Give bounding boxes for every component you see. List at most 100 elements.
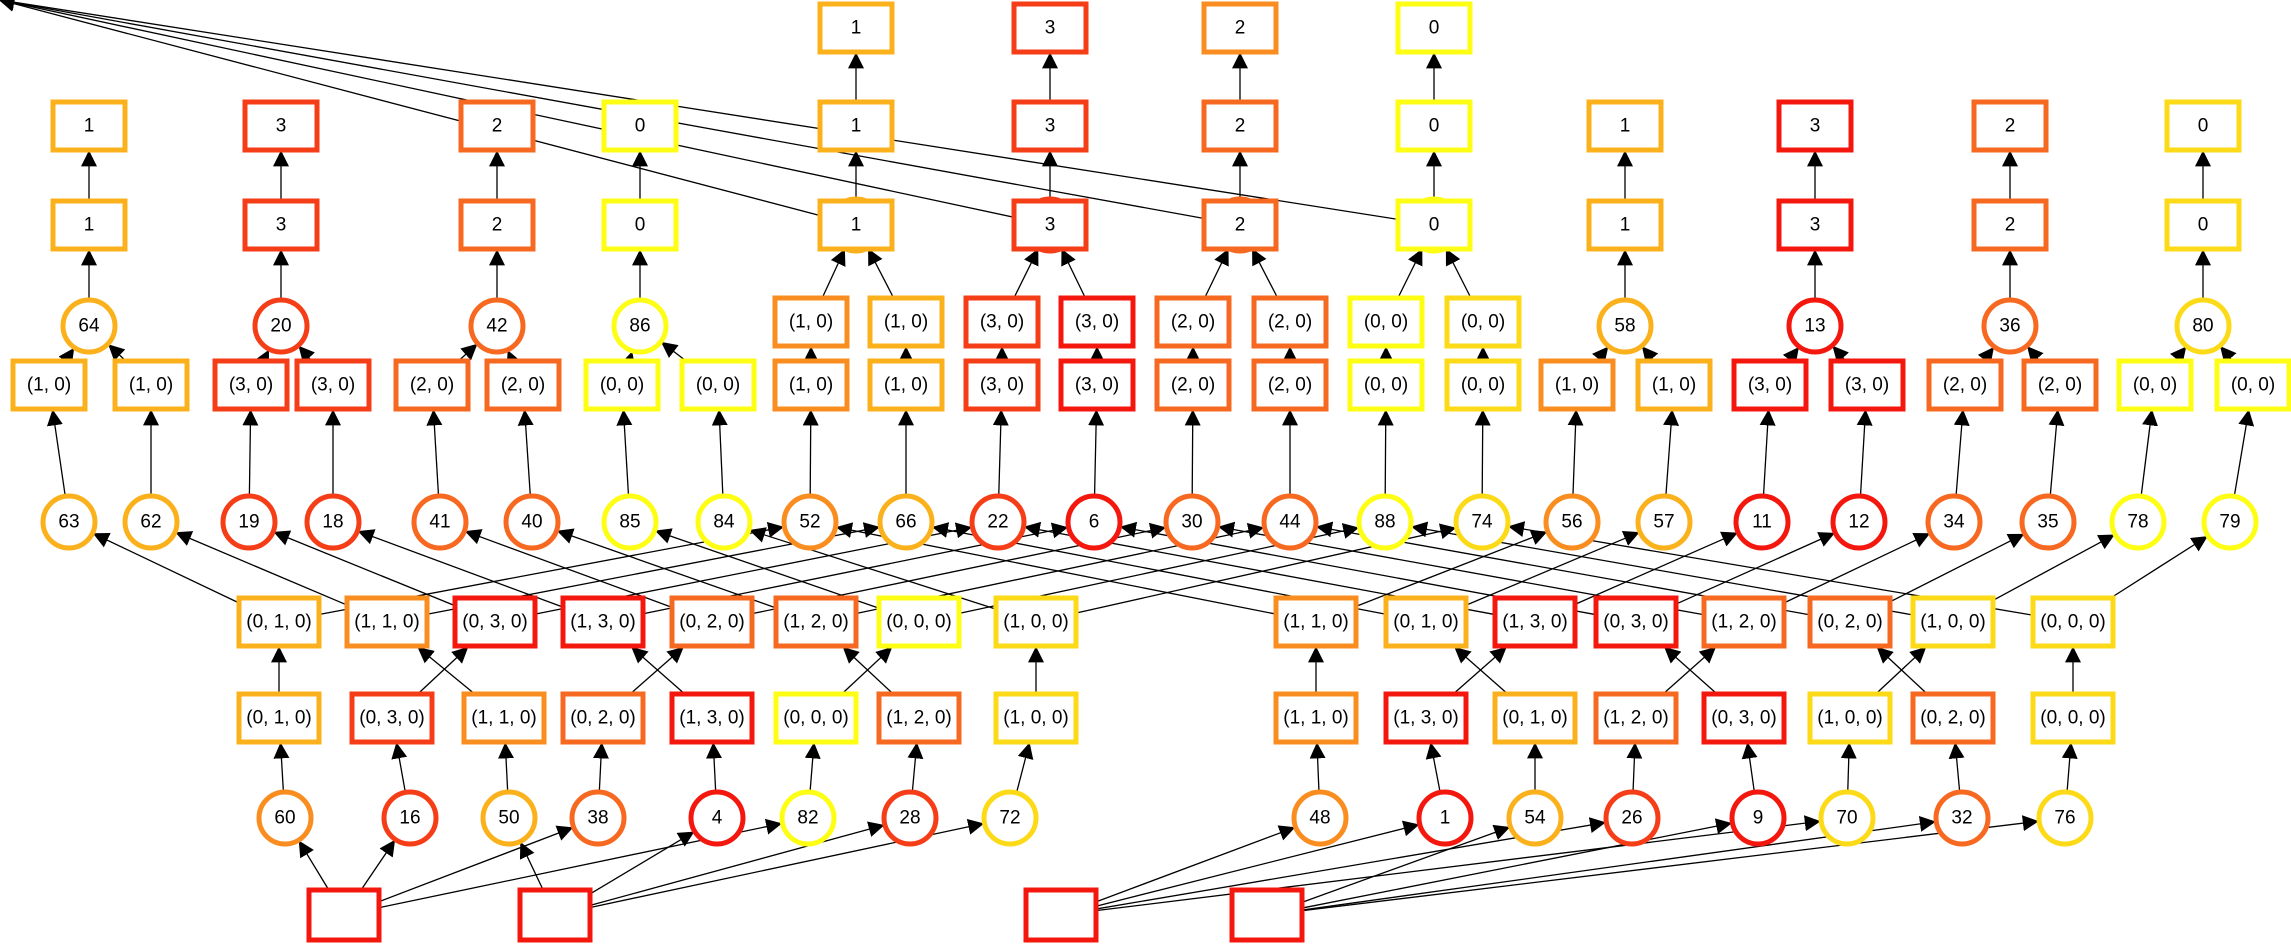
node-label: (1, 0, 0) — [1003, 708, 1068, 729]
box-node-shape — [1828, 358, 1906, 412]
box-node-shape — [1492, 595, 1578, 649]
edge-s4-n9 — [1303, 818, 1733, 909]
node-b13: (0, 3, 0) — [1701, 691, 1787, 745]
edge-n16-b2 — [391, 742, 408, 791]
edge-n1-b10 — [1425, 742, 1442, 791]
node-label: (0, 3, 0) — [359, 708, 424, 729]
node-m85: 85 — [601, 493, 659, 551]
node-label: (0, 1, 0) — [1502, 708, 1567, 729]
node-t5: (0, 2, 0) — [669, 595, 755, 649]
node-n32: 32 — [1933, 789, 1991, 847]
node-q1: (1, 0) — [772, 295, 850, 349]
box-node-shape — [242, 198, 320, 252]
circle-node-shape — [1453, 493, 1511, 551]
box-node-shape — [1347, 358, 1425, 412]
node-label: 2 — [1235, 18, 1246, 39]
node-label: 1 — [84, 116, 95, 137]
box-node-shape — [1776, 198, 1854, 252]
box-node-shape — [963, 295, 1041, 349]
node-label: 78 — [2127, 512, 2148, 533]
node-label: 1 — [851, 18, 862, 39]
node-m78: 78 — [2109, 493, 2167, 551]
circle-node-shape — [220, 493, 278, 551]
node-r12: 0 — [2164, 198, 2242, 252]
node-m63: 63 — [40, 493, 98, 551]
circle-node-shape — [256, 789, 314, 847]
node-b16: (0, 0, 0) — [2030, 691, 2116, 745]
circle-node-shape — [60, 297, 118, 355]
circle-node-shape — [381, 789, 439, 847]
node-t1: (0, 1, 0) — [236, 595, 322, 649]
node-w4: 0 — [1395, 1, 1473, 55]
node-p14: (2, 0) — [1251, 358, 1329, 412]
node-p19: (3, 0) — [1731, 358, 1809, 412]
node-r8: 0 — [1395, 198, 1473, 252]
node-label: (2, 0) — [501, 375, 545, 396]
edge-t1-m63 — [92, 532, 238, 603]
node-q3: (3, 0) — [963, 295, 1041, 349]
node-m22: 22 — [969, 493, 1027, 551]
box-node-shape — [1229, 887, 1305, 943]
node-s1 — [306, 887, 382, 943]
circle-node-shape — [1925, 493, 1983, 551]
node-label: 3 — [276, 116, 287, 137]
node-label: 2 — [2005, 215, 2016, 236]
node-k80: 80 — [2174, 297, 2232, 355]
node-u8: 0 — [1395, 99, 1473, 153]
node-label: 3 — [276, 215, 287, 236]
box-node-shape — [2021, 358, 2099, 412]
box-node-shape — [1201, 198, 1279, 252]
circle-node-shape — [122, 493, 180, 551]
node-label: 22 — [987, 512, 1008, 533]
box-node-shape — [236, 691, 322, 745]
node-b11: (0, 1, 0) — [1492, 691, 1578, 745]
node-label: 1 — [84, 215, 95, 236]
edge-b5-t4 — [631, 646, 683, 693]
box-node-shape — [772, 295, 850, 349]
node-label: 76 — [2054, 808, 2075, 829]
box-node-shape — [294, 358, 372, 412]
node-label: 3 — [1045, 215, 1056, 236]
node-m52: 52 — [781, 493, 839, 551]
node-m79: 79 — [2201, 493, 2259, 551]
node-label: 26 — [1621, 808, 1642, 829]
node-label: (2, 0) — [410, 375, 454, 396]
node-t13: (1, 2, 0) — [1701, 595, 1787, 649]
box-node-shape — [679, 358, 757, 412]
node-label: 52 — [799, 512, 820, 533]
node-label: 3 — [1045, 116, 1056, 137]
box-node-shape — [212, 358, 290, 412]
node-m88: 88 — [1356, 493, 1414, 551]
box-node-shape — [517, 887, 593, 943]
node-label: 12 — [1848, 512, 1869, 533]
node-k64: 64 — [60, 297, 118, 355]
node-label: 3 — [1810, 116, 1821, 137]
node-b15: (0, 2, 0) — [1910, 691, 1996, 745]
node-p15: (0, 0) — [1347, 358, 1425, 412]
circle-node-shape — [40, 493, 98, 551]
node-p8: (0, 0) — [679, 358, 757, 412]
box-node-shape — [1154, 295, 1232, 349]
node-u3: 2 — [458, 99, 536, 153]
node-u6: 3 — [1011, 99, 1089, 153]
node-label: 42 — [486, 316, 507, 337]
node-label: (2, 0) — [1943, 375, 1987, 396]
box-node-shape — [1593, 691, 1679, 745]
box-node-shape — [2116, 358, 2194, 412]
node-r5: 1 — [817, 198, 895, 252]
node-label: 20 — [270, 316, 291, 337]
circle-node-shape — [1981, 297, 2039, 355]
circle-node-shape — [781, 493, 839, 551]
edge-s4-n76 — [1303, 815, 2039, 912]
node-t2: (1, 1, 0) — [344, 595, 430, 649]
node-label: (0, 0, 0) — [783, 708, 848, 729]
node-label: (1, 0, 0) — [1003, 612, 1068, 633]
node-u5: 1 — [817, 99, 895, 153]
box-node-shape — [583, 358, 661, 412]
node-n50: 50 — [480, 789, 538, 847]
node-p1: (1, 0) — [10, 358, 88, 412]
circle-node-shape — [1733, 493, 1791, 551]
circle-node-shape — [411, 493, 469, 551]
box-node-shape — [560, 691, 646, 745]
